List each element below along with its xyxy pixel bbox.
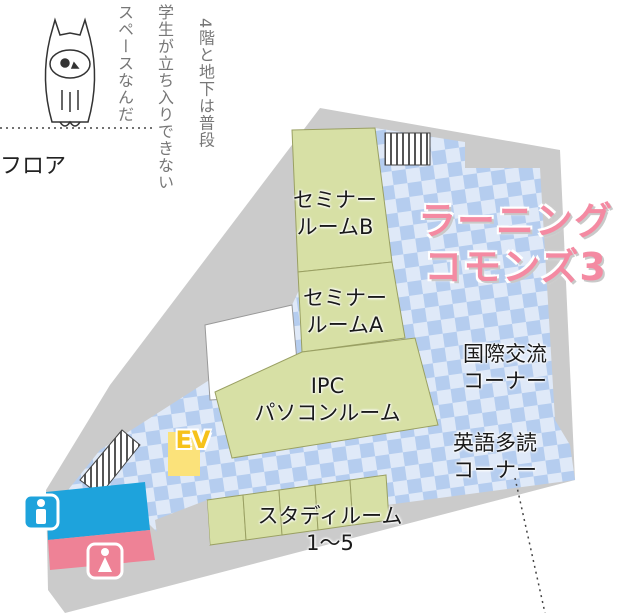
female-restroom-icon [86,542,124,580]
ipc-room-area [214,337,439,459]
elevator-label: EV [175,426,211,454]
study-room-label: スタディルーム 1～5 [257,504,403,555]
note-line-2: 学生が立ち入りできない [155,4,174,191]
seminar-room-b-label: セミナー ルームB [293,188,377,239]
note-line-3: スペースなんだ [115,4,134,123]
male-restroom [46,482,150,540]
leader-line [514,477,546,613]
kokusai-corner-label: 国際交流 コーナー [463,342,547,393]
study-rooms-area [206,474,390,546]
seminar-room-a-area [297,261,406,353]
map-title: ラーニング コモンズ3 [418,199,614,289]
owl-icon [44,17,96,127]
floor-label: フロア [0,154,67,179]
note-line-1: 4階と地下は普段 [196,18,215,149]
stairs-top [384,132,431,166]
elevator-area [168,432,200,476]
ipc-room-label: IPC パソコンルーム [254,374,401,425]
seminar-room-a-label: セミナー ルームA [303,286,387,337]
corridor [155,500,210,555]
male-restroom-icon [22,493,60,531]
eigo-corner-label: 英語多読 コーナー [453,431,537,482]
